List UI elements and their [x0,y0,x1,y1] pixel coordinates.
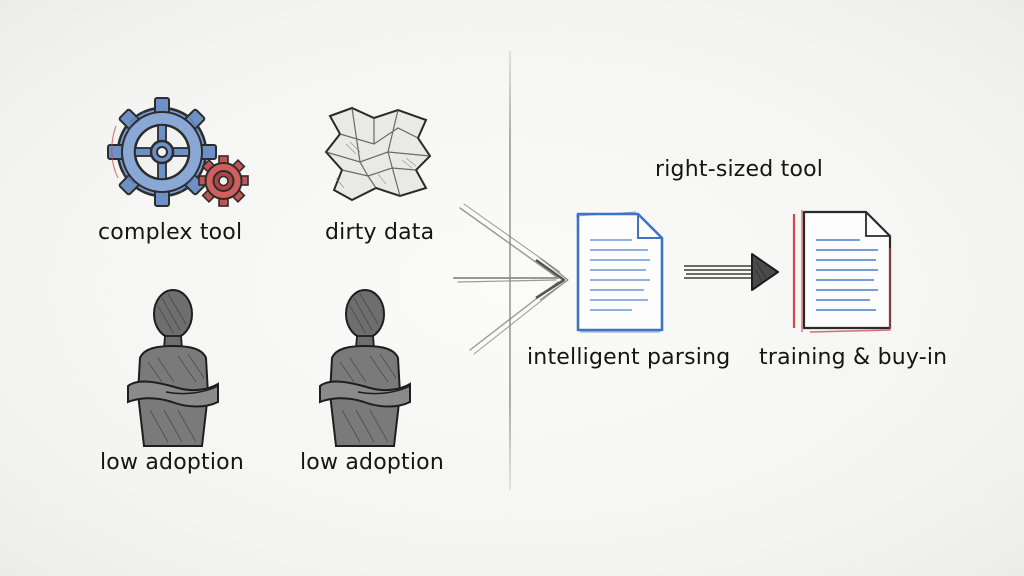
person-arms-crossed-icon [118,286,228,447]
left-item-label: complex tool [98,220,243,245]
left-item-label: low adoption [100,450,244,475]
document-icon [790,208,896,334]
person-arms-crossed-icon [310,286,420,447]
left-item-label: dirty data [325,220,435,245]
step-label: training & buy-in [759,345,948,370]
left-item-label: low adoption [300,450,444,475]
gears-icon [100,92,250,212]
step-label: intelligent parsing [527,345,731,370]
crumpled-paper-icon [322,104,442,204]
panel-divider [509,50,511,490]
right-panel-heading: right-sized tool [655,157,824,182]
transition-arrow-icon [440,200,580,360]
document-icon [572,210,668,334]
right-arrow-icon [682,248,782,296]
